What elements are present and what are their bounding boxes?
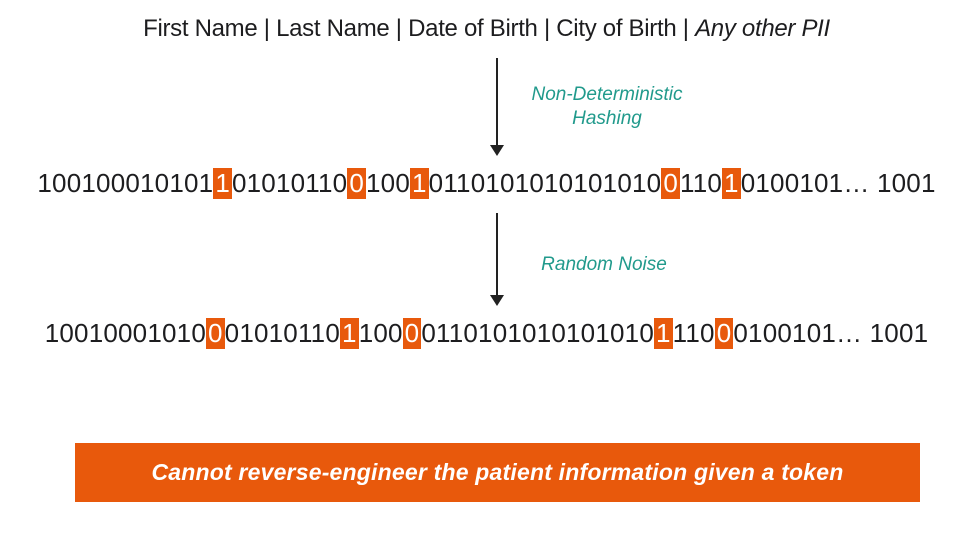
bit-run: 100100010101 <box>37 168 214 198</box>
hashing-step-label: Non-Deterministic Hashing <box>512 83 702 131</box>
arrow-shaft <box>496 213 498 296</box>
flipped-bit: 1 <box>213 168 232 199</box>
hashing-label-line2: Hashing <box>572 107 642 129</box>
bit-run: 01010110 <box>231 168 348 198</box>
security-claim-text: Cannot reverse-engineer the patient info… <box>151 459 844 485</box>
bit-run: 10010001010 <box>44 318 206 348</box>
arrow-head <box>490 145 504 156</box>
bit-run: 0100101… 1001 <box>740 168 936 198</box>
arrow-shaft <box>496 58 498 146</box>
flipped-bit: 0 <box>205 318 225 349</box>
flipped-bit: 1 <box>340 318 359 349</box>
flipped-bit: 0 <box>402 318 422 349</box>
flipped-bit: 0 <box>661 168 680 199</box>
bit-run: 110 <box>679 168 723 198</box>
flipped-bit: 0 <box>714 318 734 349</box>
bit-run: 01010110 <box>224 318 341 348</box>
bit-run: 110 <box>672 318 715 348</box>
security-claim-banner: Cannot reverse-engineer the patient info… <box>75 443 920 502</box>
bit-run: 0100101… 1001 <box>733 318 929 348</box>
bit-run: 100 <box>358 318 403 348</box>
pii-any-other-text: Any other PII <box>695 15 830 42</box>
flipped-bit: 1 <box>410 168 429 199</box>
noised-token-string: 1001000101000101011011000011010101010101… <box>0 318 973 349</box>
arrow-head <box>490 295 504 306</box>
pii-fields-heading: First Name | Last Name | Date of Birth |… <box>0 15 973 43</box>
down-arrow-icon <box>490 213 504 306</box>
flipped-bit: 0 <box>347 168 367 199</box>
bit-run: 0110101010101010 <box>421 318 654 348</box>
hashed-token-string: 1001000101011010101100100101101010101010… <box>0 168 973 199</box>
flipped-bit: 1 <box>653 318 673 349</box>
down-arrow-icon <box>490 58 504 156</box>
pii-fields-plain-text: First Name | Last Name | Date of Birth |… <box>143 15 696 42</box>
bit-run: 0110101010101010 <box>428 168 662 198</box>
hashing-label-line1: Non-Deterministic <box>531 84 683 105</box>
noise-label-text: Random Noise <box>541 254 667 275</box>
noise-step-label: Random Noise <box>514 253 694 277</box>
bit-run: 100 <box>366 168 410 198</box>
flipped-bit: 1 <box>722 168 741 199</box>
